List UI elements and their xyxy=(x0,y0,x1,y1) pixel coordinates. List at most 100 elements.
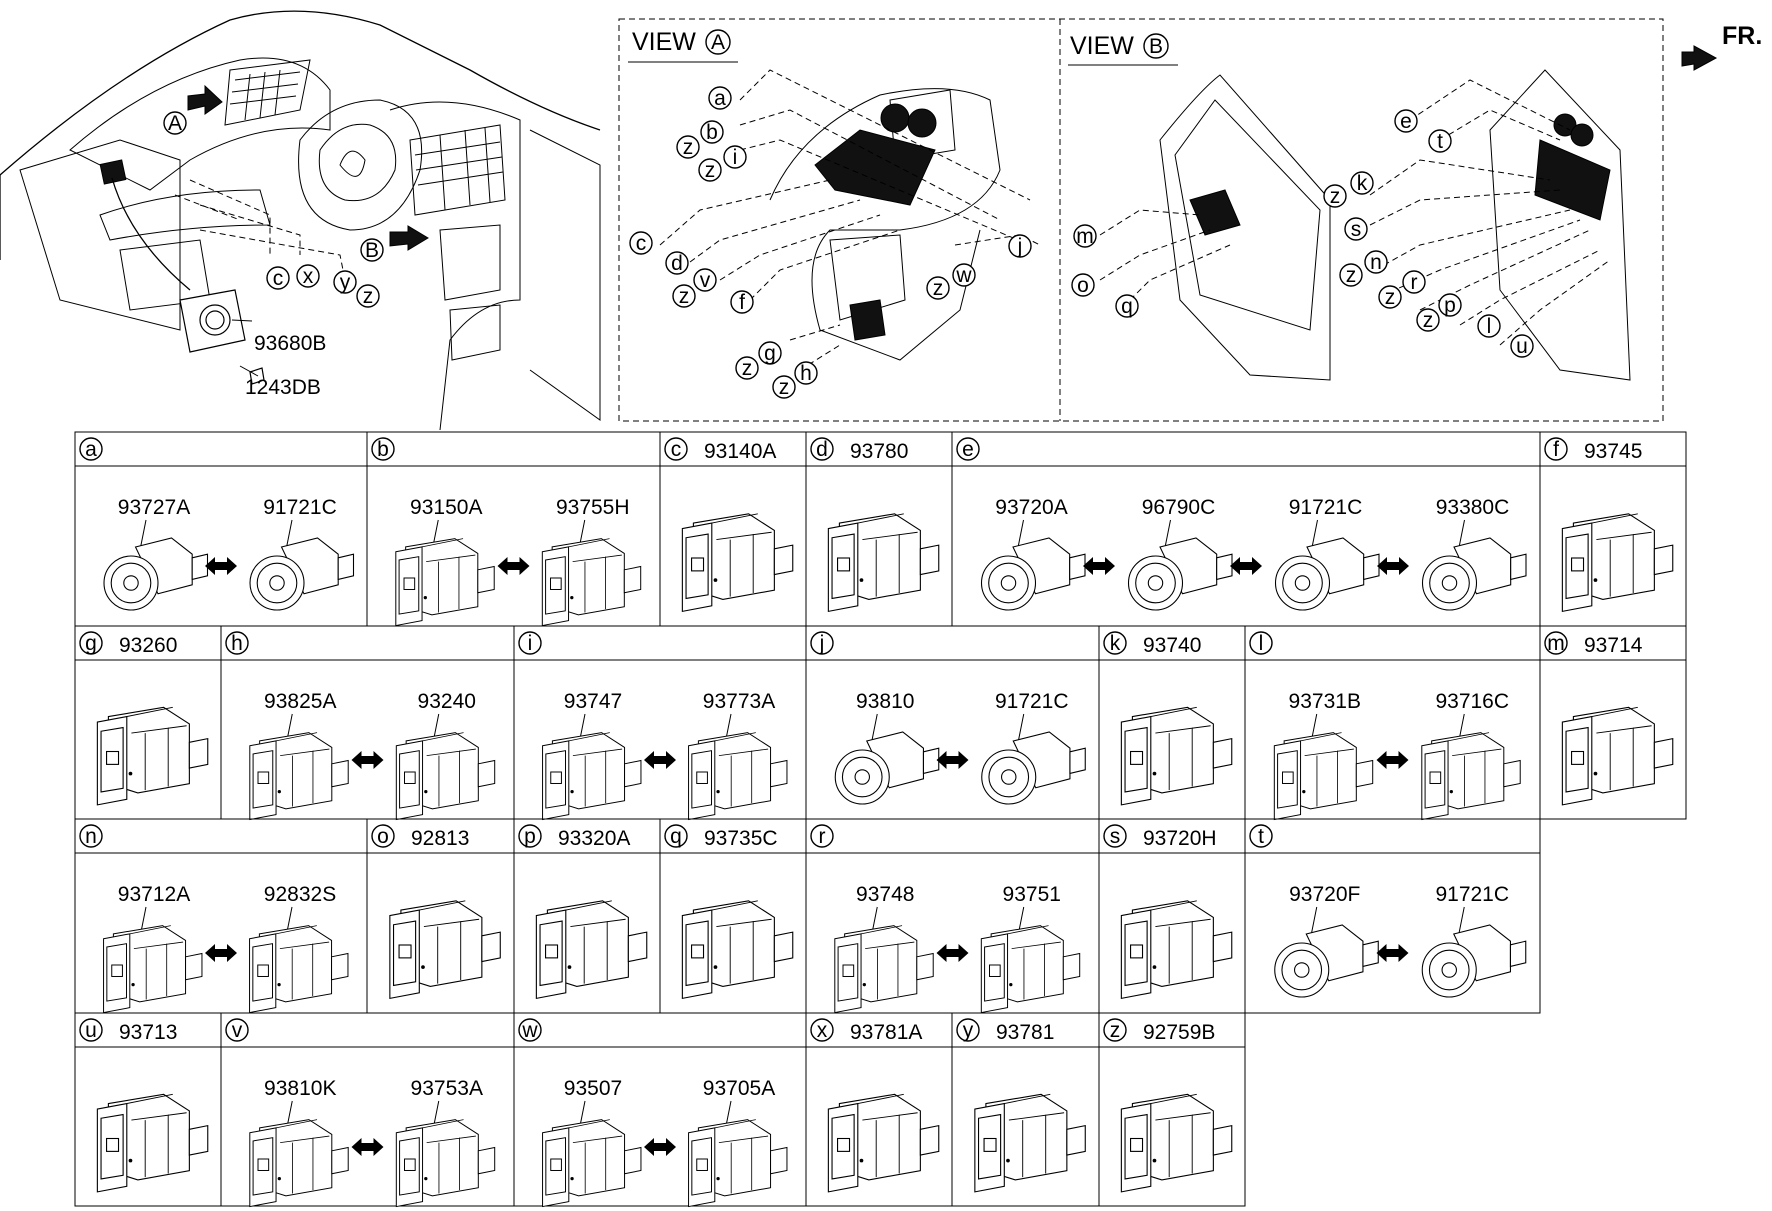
cell-letter-circle xyxy=(1103,631,1127,655)
cell-part-number: 93740 xyxy=(1143,634,1201,657)
svg-text:c: c xyxy=(636,232,647,255)
overview-labels: A B c x y z 93680B 1243DB xyxy=(163,111,384,399)
view-a-callout-j: j xyxy=(1008,234,1032,258)
cell-letter-circle xyxy=(1103,1018,1127,1042)
part-number-label: 93720A xyxy=(995,496,1067,519)
switch-illustration xyxy=(103,925,203,1014)
switch-illustration xyxy=(96,706,209,806)
part-number-label: 92832S xyxy=(264,883,336,906)
part-number-label: 93755H xyxy=(556,496,630,519)
cell-letter: g xyxy=(85,632,97,655)
svg-text:b: b xyxy=(706,121,718,144)
cell-letter-circle xyxy=(371,437,395,461)
part-number-label: 93150A xyxy=(410,496,482,519)
cell-letter-circle xyxy=(810,631,834,655)
view-b-circle: B xyxy=(1149,35,1163,58)
svg-text:g: g xyxy=(764,342,776,365)
front-label: FR. xyxy=(1722,22,1762,50)
svg-text:e: e xyxy=(1400,110,1412,133)
cell-letter: x xyxy=(817,1019,828,1042)
round-switch-illustration xyxy=(981,731,1086,805)
cell-letter: t xyxy=(1258,825,1264,848)
svg-text:j: j xyxy=(1017,235,1023,258)
switch-illustration xyxy=(542,732,642,821)
svg-text:f: f xyxy=(739,291,745,314)
overview-diagram: A B c x y z 93680B 1243DB VIEW A azbzicd… xyxy=(0,10,1762,430)
cell-letter-circle xyxy=(956,437,980,461)
cell-letter-circle xyxy=(1544,437,1568,461)
svg-text:z: z xyxy=(1423,309,1434,332)
switch-illustration xyxy=(681,513,794,613)
svg-text:h: h xyxy=(800,362,812,385)
cell-letter-circle xyxy=(225,1018,249,1042)
cell-letter: c xyxy=(671,438,682,461)
switch-illustration xyxy=(389,900,501,1000)
part-number-label: 93753A xyxy=(411,1077,483,1100)
cell-letter-circle xyxy=(518,631,542,655)
switch-illustration xyxy=(249,732,349,821)
cell-letter: w xyxy=(521,1019,538,1042)
view-b-callout-z: z xyxy=(1416,308,1440,332)
cell-letter-circle xyxy=(810,824,834,848)
cell-letter: f xyxy=(1553,438,1559,461)
interchange-arrow xyxy=(351,1138,384,1156)
svg-text:z: z xyxy=(1330,185,1341,208)
svg-text:k: k xyxy=(1357,172,1368,195)
view-a-callout-z: z xyxy=(698,158,722,182)
view-b-callout-u: u xyxy=(1510,334,1534,358)
switch-illustration xyxy=(980,925,1081,1014)
view-b-callout-q: q xyxy=(1115,294,1139,318)
view-a-callout-w: w xyxy=(952,263,976,287)
switch-illustration xyxy=(249,925,349,1014)
svg-text:z: z xyxy=(779,376,790,399)
cell-letter: a xyxy=(85,438,97,461)
part-cell-b: b 93150A 93755H xyxy=(366,431,661,627)
view-b-callout-p: p xyxy=(1438,293,1462,317)
view-b-callout-s: s xyxy=(1344,217,1368,241)
switch-illustration xyxy=(1561,706,1674,806)
switch-illustration xyxy=(1561,513,1674,613)
svg-text:q: q xyxy=(1121,295,1133,318)
svg-text:w: w xyxy=(955,264,972,287)
svg-text:z: z xyxy=(679,285,690,308)
switch-illustration xyxy=(535,900,648,1000)
round-switch-illustration xyxy=(1274,924,1379,998)
switch-illustration xyxy=(395,1119,496,1208)
cell-letter-circle xyxy=(79,824,103,848)
part-number-label: 93507 xyxy=(564,1077,622,1100)
cell-part-number: 93713 xyxy=(119,1021,177,1044)
callout-x: x xyxy=(303,265,314,288)
cell-part-number: 93745 xyxy=(1584,440,1642,463)
interchange-arrow xyxy=(644,1138,676,1156)
cell-letter: z xyxy=(1110,1019,1121,1042)
callout-y: y xyxy=(340,271,351,294)
cell-letter: r xyxy=(819,825,826,848)
switch-illustration xyxy=(1421,732,1521,821)
interchange-arrow xyxy=(644,751,676,769)
part-number-label: 93747 xyxy=(564,690,622,713)
switch-illustration xyxy=(1120,1093,1233,1193)
svg-text:m: m xyxy=(1076,225,1094,248)
interchange-arrow xyxy=(1376,944,1409,962)
round-switch-illustration xyxy=(1274,537,1380,611)
view-a-panel: VIEW A xyxy=(628,28,1041,371)
front-direction-arrow: FR. xyxy=(1681,22,1762,71)
cell-part-number: 93140A xyxy=(704,440,776,463)
switch-illustration xyxy=(1120,900,1233,1000)
cell-letter: b xyxy=(377,438,389,461)
part-number-label: 96790C xyxy=(1142,496,1216,519)
view-b-callout-m: m xyxy=(1073,224,1097,248)
